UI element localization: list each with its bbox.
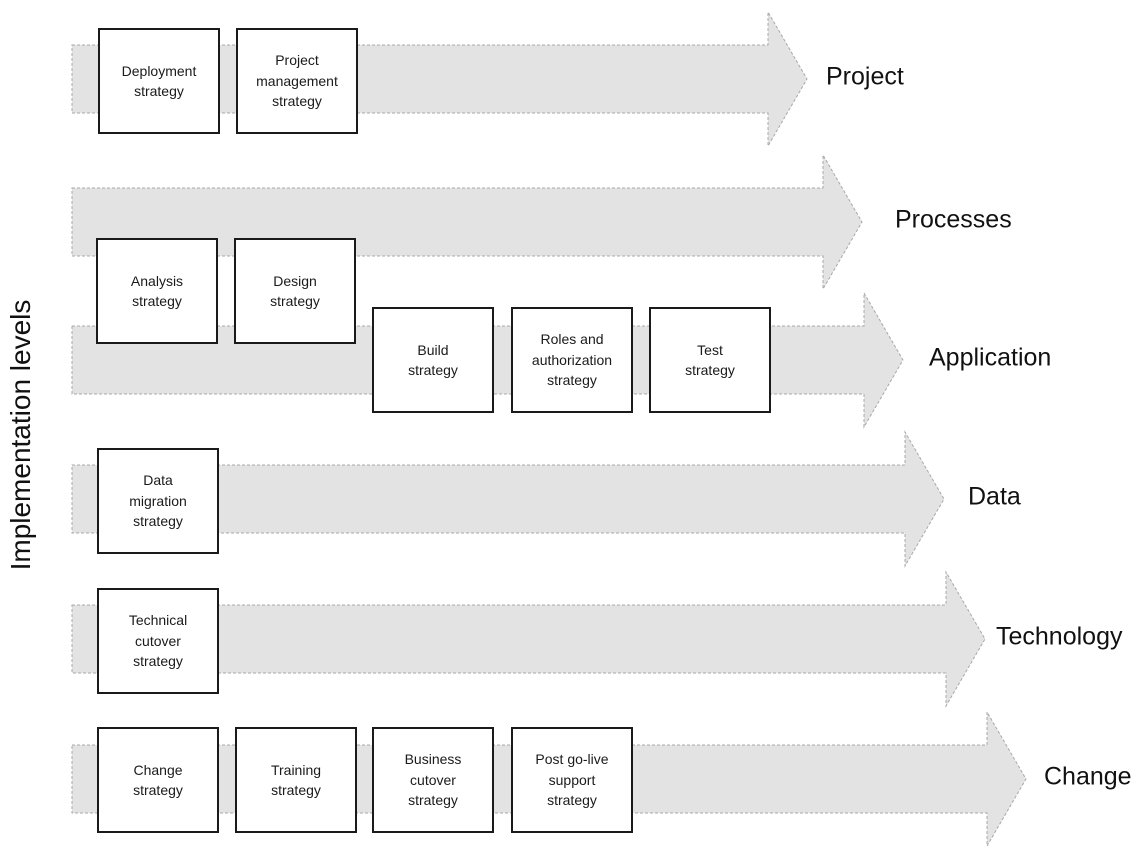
strategy-box-label: Business cutover strategy <box>404 751 462 809</box>
level-label-processes: Processes <box>895 205 1012 234</box>
strategy-box-deployment: Deployment strategy <box>98 28 220 134</box>
level-label-change: Change <box>1044 762 1132 791</box>
strategy-box-design: Design strategy <box>234 238 356 344</box>
strategy-box-label: Change strategy <box>133 761 183 799</box>
strategy-box-data-migration: Data migration strategy <box>97 448 219 554</box>
arrow-technology <box>71 570 986 708</box>
strategy-box-change: Change strategy <box>97 727 219 833</box>
strategy-box-label: Build strategy <box>408 341 458 379</box>
axis-title: Implementation levels <box>5 299 36 571</box>
strategy-box-project-management: Project management strategy <box>236 28 358 134</box>
strategy-box-technical-cutover: Technical cutover strategy <box>97 588 219 694</box>
strategy-box-label: Deployment strategy <box>121 62 197 100</box>
strategy-box-label: Design strategy <box>270 272 320 310</box>
strategy-box-label: Roles and authorization strategy <box>531 331 613 389</box>
strategy-box-label: Data migration strategy <box>129 472 187 530</box>
level-label-project: Project <box>826 62 904 91</box>
strategy-box-label: Technical cutover strategy <box>128 612 188 670</box>
strategy-box-training: Training strategy <box>235 727 357 833</box>
strategy-box-business-cutover: Business cutover strategy <box>372 727 494 833</box>
strategy-box-build: Build strategy <box>372 307 494 413</box>
strategy-box-label: Post go-live support strategy <box>535 751 609 809</box>
arrow-data <box>71 430 945 568</box>
strategy-box-analysis: Analysis strategy <box>96 238 218 344</box>
strategy-box-label: Analysis strategy <box>130 272 184 310</box>
level-label-application: Application <box>929 343 1052 372</box>
level-label-data: Data <box>968 482 1021 511</box>
strategy-box-test: Test strategy <box>649 307 771 413</box>
strategy-box-roles-authorization: Roles and authorization strategy <box>511 307 633 413</box>
strategy-box-label: Project management strategy <box>256 52 338 110</box>
strategy-box-label: Test strategy <box>685 341 735 379</box>
strategy-box-post-go-live-support: Post go-live support strategy <box>511 727 633 833</box>
strategy-box-label: Training strategy <box>270 761 322 799</box>
level-label-technology: Technology <box>996 622 1123 651</box>
